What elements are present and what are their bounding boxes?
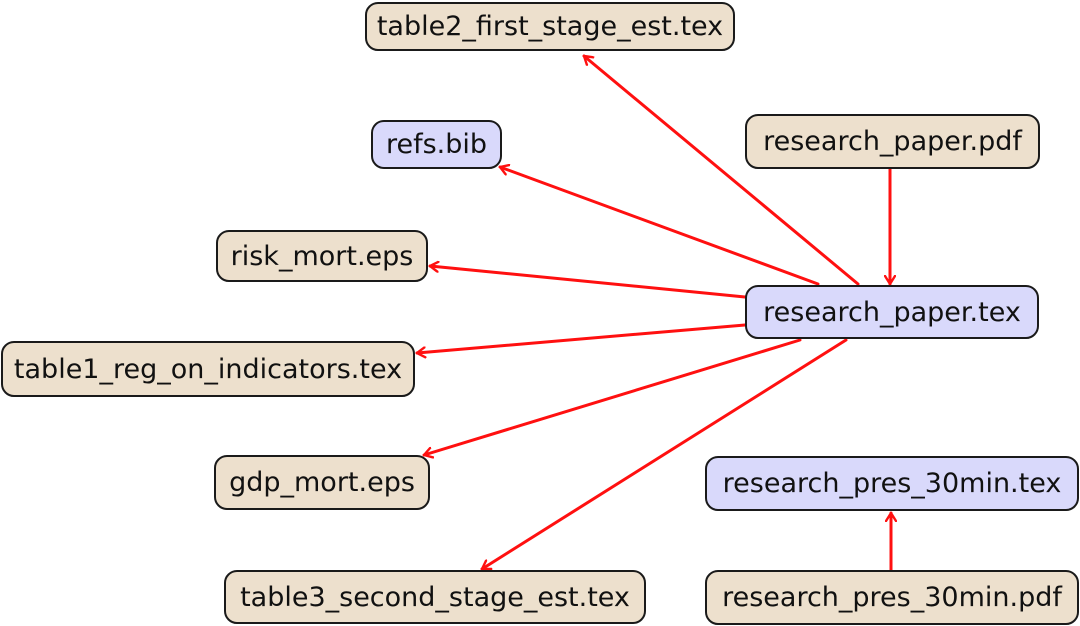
node-risk-mort-eps[interactable]: risk_mort.eps	[216, 230, 428, 282]
node-label: research_pres_30min.pdf	[722, 582, 1062, 613]
node-label: table3_second_stage_est.tex	[240, 581, 630, 613]
node-research-paper-pdf[interactable]: research_paper.pdf	[745, 114, 1040, 169]
node-table3-second-stage-est[interactable]: table3_second_stage_est.tex	[224, 570, 646, 624]
node-label: refs.bib	[385, 129, 488, 160]
edge-research-paper-tex-to-table1-reg-on-indicators	[415, 323, 747, 353]
node-label: table2_first_stage_est.tex	[376, 11, 724, 42]
node-label: research_paper.tex	[763, 296, 1021, 328]
node-gdp-mort-eps[interactable]: gdp_mort.eps	[214, 455, 430, 510]
edge-research-paper-tex-to-table2-first-stage-est	[582, 54, 860, 286]
node-label: research_paper.pdf	[763, 126, 1022, 157]
edge-research-paper-tex-to-refs-bib	[498, 167, 820, 286]
node-label: research_pres_30min.tex	[722, 468, 1062, 499]
edge-research-paper-tex-to-gdp-mort-eps	[422, 338, 802, 455]
edge-research-paper-tex-to-risk-mort-eps	[428, 266, 747, 299]
node-table1-reg-on-indicators[interactable]: table1_reg_on_indicators.tex	[1, 341, 415, 397]
node-label: table1_reg_on_indicators.tex	[13, 353, 403, 385]
edge-research-paper-tex-to-table3-second-stage-est	[480, 338, 848, 571]
edges-layer	[415, 54, 891, 572]
node-research-pres-30min-tex[interactable]: research_pres_30min.tex	[705, 456, 1079, 511]
node-refs-bib[interactable]: refs.bib	[371, 120, 502, 169]
node-research-paper-tex[interactable]: research_paper.tex	[745, 285, 1039, 339]
node-label: risk_mort.eps	[230, 240, 414, 272]
node-label: gdp_mort.eps	[229, 467, 415, 498]
node-research-pres-30min-pdf[interactable]: research_pres_30min.pdf	[705, 570, 1079, 625]
node-table2-first-stage-est[interactable]: table2_first_stage_est.tex	[365, 2, 735, 51]
